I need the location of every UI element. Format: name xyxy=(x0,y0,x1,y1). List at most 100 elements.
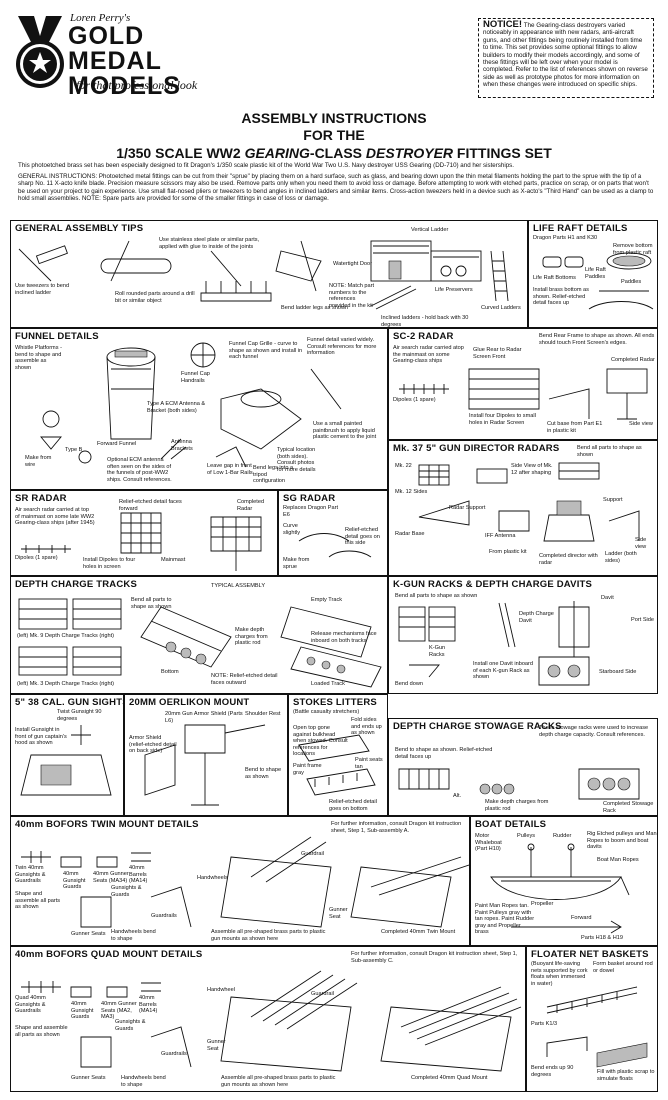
mk3-track-art xyxy=(18,646,122,676)
sg-note-relief: Relief-etched detail goes on this side xyxy=(345,527,380,546)
funnel-note-location: Typical location (both sides). Consult p… xyxy=(277,447,316,473)
sg-radar-title: SG RADAR xyxy=(283,493,336,504)
brand-name: GOLD MEDAL MODELS xyxy=(68,24,181,99)
mk37-note-mk12sides: Mk. 12 Sides xyxy=(395,489,428,495)
panel-boat: BOAT DETAILS Motor Whaleboat (Part H10) … xyxy=(470,816,658,946)
kgun-note-benddown: Bend down xyxy=(395,681,423,687)
kgun-note-bend: Bend all parts to shape as shown xyxy=(395,593,478,599)
quad-note-handwheels: Handwheels bend to shape xyxy=(121,1075,166,1088)
funnel-note-brackets: Antenna Brackets xyxy=(171,439,193,452)
funnel-note-ecm: Type A ECM Antenna & Bracket (both sides… xyxy=(147,401,206,414)
brand-line-1: GOLD xyxy=(68,22,145,50)
sg-note-replaces: Replaces Dragon Part E6 xyxy=(283,505,339,518)
quad-note-assemble: Assemble all pre-shaped brass parts to p… xyxy=(221,1075,336,1088)
life-raft-title: LIFE RAFT DETAILS xyxy=(533,223,628,234)
stokes-note-frame: Paint frame gray xyxy=(293,763,322,776)
panel-sr-radar: SR RADAR Air search radar carried at top… xyxy=(10,490,278,576)
life-raft-illustration xyxy=(542,252,654,310)
stokes-note-relief: Relief-etched detail goes on bottom xyxy=(329,799,377,812)
doc-title-line1: ASSEMBLY INSTRUCTIONS xyxy=(241,110,427,126)
sr-note-dipoles: Dipoles (1 spare) xyxy=(15,555,58,561)
sg-radar-illustration xyxy=(298,533,372,558)
floater-note-bend: Bend ends up 90 degrees xyxy=(531,1065,574,1078)
stowage-title: DEPTH CHARGE STOWAGE RACKS xyxy=(393,721,562,732)
depth-note-mk9: (left) Mk. 9 Depth Charge Tracks (right) xyxy=(17,633,114,639)
boat-note-whaleboat: Motor Whaleboat (Part H10) xyxy=(475,833,502,852)
gun-sights-title: 5" 38 CAL. GUN SIGHTS xyxy=(15,697,124,708)
panel-mk37-director: Mk. 37 5" GUN DIRECTOR RADARS Mk. 22 Mk.… xyxy=(388,440,658,576)
twin-note-guardrails: Guardrails xyxy=(151,913,177,919)
mk37-note-sideview: Side View of Mk. 12 after shaping xyxy=(511,463,553,476)
panel-life-raft: LIFE RAFT DETAILS Dragon Parts H1 and K3… xyxy=(528,220,658,328)
funnel-note-whistle: Whistle Platforms - bend to shape and as… xyxy=(15,345,62,371)
kgun-note-davit: Depth Charge Davit xyxy=(519,611,554,624)
sc2-note-install: Install four Dipoles to small holes in R… xyxy=(469,413,536,426)
twin-note-barrels: 40mm Barrels (MA14) xyxy=(129,865,148,884)
title-part-class: -CLASS xyxy=(309,145,366,161)
twin-note-bendshape: Handwheels bend to shape xyxy=(111,929,156,942)
funnel-note-grille: Funnel Cap Grille - curve to shape as sh… xyxy=(229,341,303,360)
sc2-note-side: Side view xyxy=(629,421,653,427)
funnel-note-handrails: Funnel Cap Handrails xyxy=(181,371,210,384)
medal-logo xyxy=(16,16,64,88)
funnel-note-forward: Forward Funnel xyxy=(97,441,137,447)
floater-note-fill: Fill with plastic scrap to simulate floa… xyxy=(597,1069,655,1082)
sc2-note-bend: Bend Rear Frame to shape as shown. All e… xyxy=(539,333,655,346)
general-assembly-title: GENERAL ASSEMBLY TIPS xyxy=(15,223,144,234)
title-part-gearing: GEARING xyxy=(244,145,310,161)
gun-sights-illustration xyxy=(20,725,112,796)
bofors-twin-illustration xyxy=(21,836,469,928)
stowage-illustration xyxy=(398,768,640,800)
sc2-note-base: Cut base from Part E1 in plastic kit xyxy=(547,421,603,434)
boat-note-manropes: Boat Man Ropes xyxy=(597,857,639,863)
mk37-title: Mk. 37 5" GUN DIRECTOR RADARS xyxy=(393,443,560,454)
mk37-note-support: Radar Support xyxy=(449,505,486,511)
brand-tagline: for that professional look xyxy=(76,78,198,92)
bofors-twin-title: 40mm BOFORS TWIN MOUNT DETAILS xyxy=(15,819,199,830)
floater-title: FLOATER NET BASKETS xyxy=(531,949,649,960)
sr-radar-title: SR RADAR xyxy=(15,493,67,504)
stowage-note-completed: Completed Stowage Rack xyxy=(603,801,654,814)
panel-stowage-racks: DEPTH CHARGE STOWAGE RACKS Bend to shape… xyxy=(388,718,658,816)
intro-paragraph-2: GENERAL INSTRUCTIONS: Photoetched metal … xyxy=(18,172,654,203)
sc2-radar-illustration xyxy=(399,368,648,420)
sr-note-air: Air search radar carried at top of mainm… xyxy=(15,507,95,526)
title-part-destroyer: DESTROYER xyxy=(365,145,454,161)
general-note-vertical: Vertical Ladder xyxy=(411,227,449,233)
sg-note-sprue: Make from sprue xyxy=(283,557,310,570)
title-part-scale: 1/350 SCALE WW2 xyxy=(116,145,245,161)
stokes-note-battle: (Battle casualty stretchers) xyxy=(293,709,360,715)
quad-note-gunnerseat: Gunner Seat xyxy=(207,1039,226,1052)
stokes-title: STOKES LITTERS xyxy=(293,697,377,708)
boat-title: BOAT DETAILS xyxy=(475,819,547,830)
general-note-ladder: Use tweezers to bend inclined ladder xyxy=(15,283,70,296)
kgun-illustration xyxy=(398,601,590,686)
stokes-note-open: Open top gone against bulkhead when stow… xyxy=(293,725,348,757)
brand-line-2: MEDAL xyxy=(68,47,162,75)
depth-tracks-title: DEPTH CHARGE TRACKS xyxy=(15,579,138,590)
funnel-note-varied: Funnel detail varied widely. Consult ref… xyxy=(307,337,377,356)
stowage-note-alt: Alt. xyxy=(453,793,462,799)
sc2-note-air: Air search radar carried atop the mainma… xyxy=(393,345,464,364)
boat-note-parts: Parts H18 & H19 xyxy=(581,935,623,941)
mk37-note-mk22: Mk. 22 xyxy=(395,463,412,469)
general-note-glue: Use stainless steel plate or similar par… xyxy=(159,237,260,250)
sights-note-twist: Twist Gunsight 90 degrees xyxy=(57,709,102,722)
mk37-note-ladder: Ladder (both sides) xyxy=(605,551,637,564)
notice-heading: NOTICE! xyxy=(483,19,523,30)
quad-note-completed: Completed 40mm Quad Mount xyxy=(411,1075,488,1081)
boat-note-forward: Forward xyxy=(571,915,592,921)
depth-note-bottom: Bottom xyxy=(161,669,179,675)
boat-note-paint: Paint Man Ropes tan. Paint Pulleys gray … xyxy=(475,903,535,935)
depth-note-relief: NOTE: Relief-etched detail faces outward xyxy=(211,673,278,686)
sr-note-install: Install Dipoles to four holes in screen xyxy=(83,557,136,570)
title-part-set: FITTINGS SET xyxy=(453,145,552,161)
panel-bofors-twin: 40mm BOFORS TWIN MOUNT DETAILS For furth… xyxy=(10,816,470,946)
depth-note-release: Release mechanisms face inboard on both … xyxy=(311,631,377,644)
stowage-note-these: These stowage racks were used to increas… xyxy=(539,725,649,738)
quad-note-handwheel: Handwheel xyxy=(207,987,235,993)
twin-note-guardrail: Guardrail xyxy=(301,851,325,857)
bofors-quad-illustration xyxy=(21,970,522,1072)
sr-note-mainmast: Mainmast xyxy=(161,557,186,563)
doc-title-line2: FOR THE xyxy=(303,127,365,143)
